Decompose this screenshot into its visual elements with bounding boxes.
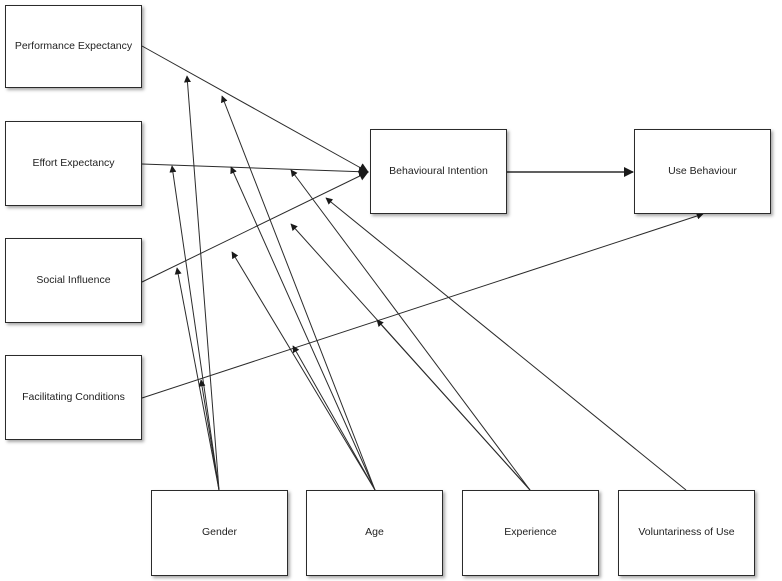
edge-age-pe xyxy=(221,95,376,491)
edge-exp-fc xyxy=(376,319,531,491)
node-effort-expectancy: Effort Expectancy xyxy=(5,121,142,206)
node-label: Performance Expectancy xyxy=(14,39,133,52)
node-voluntariness-of-use: Voluntariness of Use xyxy=(618,490,755,576)
node-label: Behavioural Intention xyxy=(389,164,488,177)
node-social-influence: Social Influence xyxy=(5,238,142,323)
node-use-behaviour: Use Behaviour xyxy=(634,129,771,214)
node-label: Social Influence xyxy=(36,273,111,286)
node-label: Effort Expectancy xyxy=(32,156,115,169)
node-label: Facilitating Conditions xyxy=(22,390,125,403)
edge-gender-si xyxy=(174,267,220,491)
edge-fc-ub xyxy=(141,212,704,399)
edge-si-bi xyxy=(141,171,369,283)
node-label: Voluntariness of Use xyxy=(638,526,735,539)
node-label: Gender xyxy=(201,526,238,539)
node-behavioural-intention: Behavioural Intention xyxy=(370,129,507,214)
node-gender: Gender xyxy=(151,490,288,576)
edge-gender-ee xyxy=(169,165,220,491)
node-label: Experience xyxy=(504,526,557,539)
edge-gender-fc xyxy=(198,379,220,491)
node-age: Age xyxy=(306,490,443,576)
edge-age-si xyxy=(231,251,376,491)
edge-vol-si xyxy=(325,197,687,491)
node-label: Use Behaviour xyxy=(668,164,737,177)
edge-pe-bi xyxy=(141,45,369,173)
edge-age-fc xyxy=(292,345,376,491)
edge-gender-pe xyxy=(183,75,220,491)
node-experience: Experience xyxy=(462,490,599,576)
node-performance-expectancy: Performance Expectancy xyxy=(5,5,142,88)
edge-age-ee xyxy=(230,166,376,491)
node-facilitating-conditions: Facilitating Conditions xyxy=(5,355,142,440)
edge-exp-ee xyxy=(290,169,531,491)
edge-ee-bi xyxy=(141,163,369,177)
node-label: Age xyxy=(365,526,384,539)
